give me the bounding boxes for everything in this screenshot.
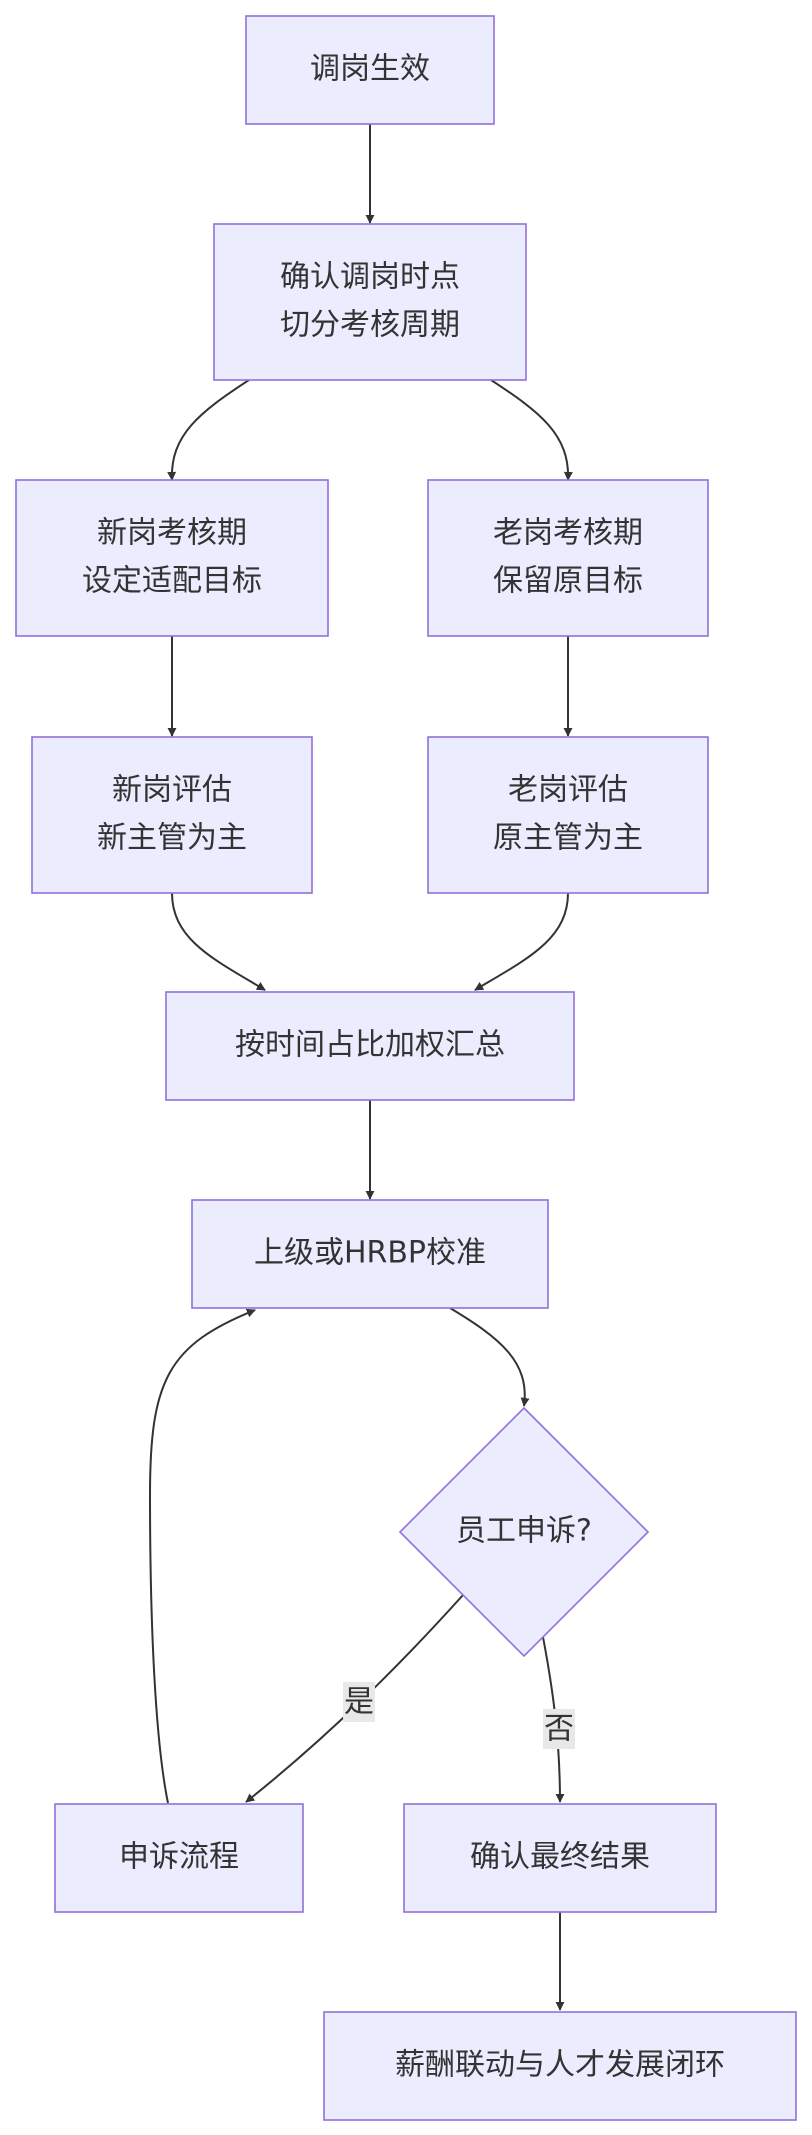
edge-old-eval-to-weighted [474,892,569,991]
node-effective: 调岗生效 [245,15,495,125]
edge-label-yes: 是 [343,1682,375,1722]
node-new-period: 新岗考核期 设定适配目标 [15,479,329,637]
node-new-period-line-1: 新岗考核期 [97,516,247,551]
edge-confirm-to-old-period [490,379,573,481]
node-new-eval: 新岗评估 新主管为主 [31,736,313,894]
node-appeal-question: 员工申诉? [398,1406,650,1658]
node-old-eval-line-1: 老岗评估 [508,773,628,808]
node-weighted-line-1: 按时间占比加权汇总 [235,1028,505,1063]
edge-label-no: 否 [543,1709,575,1749]
node-new-eval-line-2: 新主管为主 [97,821,247,856]
node-final: 确认最终结果 [403,1803,717,1913]
node-weighted: 按时间占比加权汇总 [165,991,575,1101]
node-appeal-flow-line-1: 申诉流程 [119,1840,239,1875]
node-old-period-line-1: 老岗考核期 [493,516,643,551]
node-old-period-line-2: 保留原目标 [493,564,643,599]
node-confirm: 确认调岗时点 切分考核周期 [213,223,527,381]
node-final-line-1: 确认最终结果 [470,1840,650,1875]
edge-appeal-flow-back-to-calibrate [148,1308,256,1804]
node-old-eval-line-2: 原主管为主 [493,821,643,856]
edge-calibrate-to-appeal-question [449,1307,530,1407]
node-old-period: 老岗考核期 保留原目标 [427,479,709,637]
edge-label-yes-text: 是 [344,1685,374,1720]
node-appeal-question-line-1: 员工申诉? [456,1514,592,1549]
node-confirm-line-1: 确认调岗时点 [280,260,460,295]
node-confirm-line-2: 切分考核周期 [280,308,460,343]
node-closed-loop-line-1: 薪酬联动与人才发展闭环 [395,2048,725,2083]
node-calibrate-line-1: 上级或HRBP校准 [254,1236,486,1271]
node-new-period-line-2: 设定适配目标 [82,564,262,599]
node-closed-loop: 薪酬联动与人才发展闭环 [323,2011,797,2121]
edge-new-eval-to-weighted [171,892,266,991]
node-new-eval-line-1: 新岗评估 [112,773,232,808]
node-calibrate: 上级或HRBP校准 [191,1199,549,1309]
edge-confirm-to-new-period [167,379,250,481]
node-appeal-flow: 申诉流程 [54,1803,304,1913]
node-effective-line-1: 调岗生效 [310,52,430,87]
edge-label-no-text: 否 [544,1712,574,1747]
node-old-eval: 老岗评估 原主管为主 [427,736,709,894]
